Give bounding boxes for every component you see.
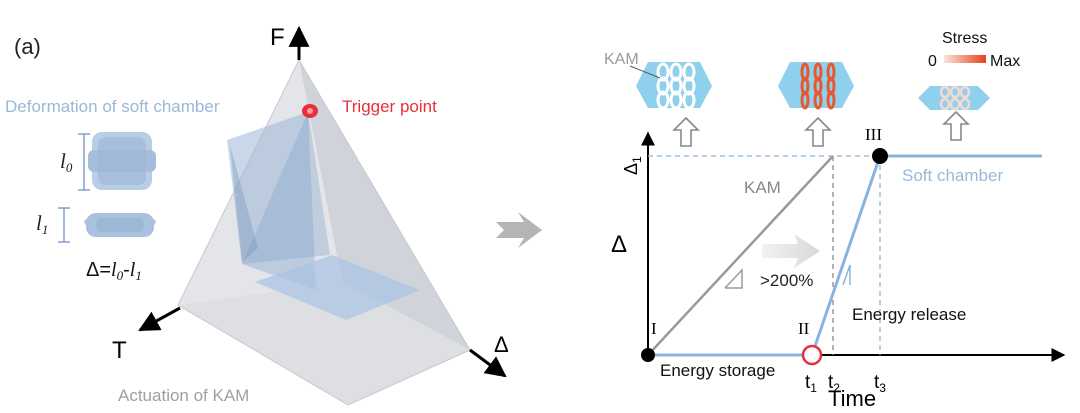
t2-label: t2 <box>828 372 840 395</box>
chamber-slope-triangle <box>842 264 851 286</box>
actuation-label: Actuation of KAM <box>118 386 249 405</box>
kam-curve-label: KAM <box>744 178 781 197</box>
stress-min: 0 <box>928 53 937 70</box>
delta-axis-label: Δ <box>494 332 509 357</box>
f-axis: F <box>270 24 310 60</box>
transition-arrow <box>496 212 542 248</box>
delta-equation: Δ=l0-l1 <box>86 259 142 283</box>
x-axis-label: Time <box>828 386 876 411</box>
l1-label: l1 <box>36 211 48 237</box>
chamber-extended <box>78 132 156 191</box>
soft-chamber-label: Soft chamber <box>902 166 1003 185</box>
kam-unstrained-icon <box>629 62 712 110</box>
point-II-label: II <box>798 319 810 338</box>
kam-icon-label: KAM <box>604 51 639 68</box>
point-III-marker <box>872 148 888 164</box>
y-axis-label: Δ <box>611 231 627 258</box>
t-axis: T <box>112 306 181 364</box>
guide-lines <box>648 155 881 355</box>
y-tick-delta1: Δ1 <box>621 156 644 175</box>
soft-chamber-curve <box>648 154 1042 357</box>
delta-axis: Δ <box>469 332 509 378</box>
trigger-point-label: Trigger point <box>342 97 437 116</box>
panel-label: (a) <box>14 34 41 59</box>
f-axis-label: F <box>270 24 285 51</box>
force-pyramid <box>177 58 471 406</box>
t3-label: t3 <box>874 372 886 395</box>
stress-legend: Stress 0 Max <box>928 30 1020 70</box>
speedup-arrow <box>762 234 820 268</box>
energy-storage-label: Energy storage <box>660 361 775 380</box>
point-I-marker <box>641 348 655 362</box>
deformation-label: Deformation of soft chamber <box>5 97 220 116</box>
point-I-label: I <box>651 319 657 338</box>
t1-label: t1 <box>805 372 817 395</box>
state-arrows <box>672 110 970 147</box>
energy-release-label: Energy release <box>852 305 966 324</box>
stress-max: Max <box>990 53 1020 70</box>
kam-stressed-icon <box>778 62 854 110</box>
kam-released-icon <box>918 85 990 111</box>
l0-label: l0 <box>60 149 73 175</box>
speedup-label: >200% <box>760 271 813 290</box>
stress-title: Stress <box>942 30 987 47</box>
kam-curve <box>647 155 834 356</box>
chamber-compressed <box>58 207 156 243</box>
point-III-label: III <box>865 125 882 144</box>
kam-slope-triangle <box>724 268 743 289</box>
point-II-marker <box>801 344 823 366</box>
stress-colorbar <box>944 55 986 63</box>
t-axis-label: T <box>112 337 127 364</box>
